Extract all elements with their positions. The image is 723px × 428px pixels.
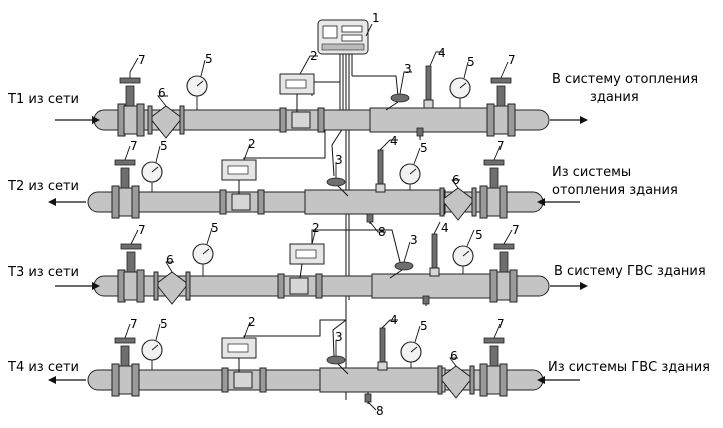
temp-sensor-t2 bbox=[326, 177, 349, 197]
temp-sensor-t4 bbox=[326, 355, 349, 375]
signal-wiring bbox=[243, 54, 401, 400]
callout-5-t4-in: 5 bbox=[160, 317, 168, 331]
callout-5-t3-out: 5 bbox=[475, 228, 483, 242]
temp-sensor-t3 bbox=[389, 261, 414, 279]
valve-t2-out bbox=[483, 159, 505, 189]
drain-t1 bbox=[416, 127, 424, 140]
pipeline-t1 bbox=[93, 103, 550, 139]
valve-t2-in bbox=[114, 159, 136, 189]
callout-6-t4: 6 bbox=[450, 349, 458, 363]
flowmeter-t1 bbox=[279, 73, 315, 112]
valve-t3-out bbox=[493, 243, 515, 273]
callout-7-t1-out: 7 bbox=[508, 53, 516, 67]
pressure-gauge-t4-in bbox=[141, 339, 163, 370]
callout-5-t1-in: 5 bbox=[205, 52, 213, 66]
pressure-gauge-t2-in bbox=[141, 161, 163, 192]
callout-2-t1: 2 bbox=[310, 49, 318, 63]
callout-3-t2: 3 bbox=[335, 153, 343, 167]
callout-2-t3: 2 bbox=[312, 221, 320, 235]
pressure-gauge-t4-out bbox=[400, 341, 422, 368]
callout-7-t2-in: 7 bbox=[130, 139, 138, 153]
thermometer-t3 bbox=[429, 233, 440, 277]
callout-7-t1-in: 7 bbox=[138, 53, 146, 67]
pressure-gauge-t1-in bbox=[186, 75, 208, 110]
callout-6-t3: 6 bbox=[166, 253, 174, 267]
callout-7-t2-out: 7 bbox=[497, 139, 505, 153]
callout-2-t2: 2 bbox=[248, 137, 256, 151]
pipeline-t4 bbox=[87, 363, 544, 399]
heat-calculator: 1 bbox=[317, 11, 380, 55]
callout-5-t2-in: 5 bbox=[160, 139, 168, 153]
callout-3-t3: 3 bbox=[410, 233, 418, 247]
valve-t4-in bbox=[114, 337, 136, 367]
callout-4-t1: 4 bbox=[438, 46, 446, 60]
valve-t1-in bbox=[119, 72, 141, 107]
row-label-t4: Т4 из сети bbox=[7, 360, 79, 375]
callout-5-t2-out: 5 bbox=[420, 141, 428, 155]
callout-7-t4-out: 7 bbox=[497, 317, 505, 331]
pressure-gauge-t3-out bbox=[452, 245, 474, 274]
pressure-gauge-t2-out bbox=[399, 163, 421, 190]
dest-label-t2-line1: Из системы bbox=[552, 165, 631, 180]
callout-1: 1 bbox=[372, 11, 380, 25]
row-label-t1: Т1 из сети bbox=[7, 92, 79, 107]
callout-4-t2: 4 bbox=[390, 134, 398, 148]
pipeline-t3 bbox=[93, 269, 550, 305]
pressure-gauge-t1-out bbox=[449, 77, 471, 108]
callout-2-t4: 2 bbox=[248, 315, 256, 329]
callout-6-t2: 6 bbox=[452, 173, 460, 187]
flowmeter-t3 bbox=[289, 243, 325, 279]
callout-7-t3-in: 7 bbox=[138, 223, 146, 237]
pressure-gauge-t3-in bbox=[192, 243, 214, 276]
callout-7-t4-in: 7 bbox=[130, 317, 138, 331]
pipeline-t2 bbox=[87, 185, 544, 221]
callout-6-t1: 6 bbox=[158, 86, 166, 100]
thermometer-t1 bbox=[423, 65, 434, 109]
dest-label-t2-line2: отопления здания bbox=[552, 183, 678, 198]
row-label-t3: Т3 из сети bbox=[7, 265, 79, 280]
callout-3-t1: 3 bbox=[404, 62, 412, 76]
callout-5-t4-out: 5 bbox=[420, 319, 428, 333]
callout-8-t4: 8 bbox=[376, 404, 384, 418]
callouts: 7 5 6 2 3 4 5 7 7 5 2 3 4 5 6 7 8 7 bbox=[124, 46, 520, 418]
dest-label-t4-line1: Из системы ГВС здания bbox=[548, 360, 710, 375]
dest-label-t3-line1: В систему ГВС здания bbox=[554, 264, 706, 279]
callout-7-t3-out: 7 bbox=[512, 223, 520, 237]
thermometer-t2 bbox=[375, 149, 386, 193]
callout-5-t1-out: 5 bbox=[467, 55, 475, 69]
callout-5-t3-in: 5 bbox=[211, 221, 219, 235]
valve-t1-out bbox=[490, 77, 512, 107]
callout-4-t3: 4 bbox=[441, 221, 449, 235]
callout-4-t4: 4 bbox=[390, 313, 398, 327]
dest-label-t1-line2: здания bbox=[590, 90, 639, 105]
thermometer-t4 bbox=[377, 327, 388, 371]
callout-3-t4: 3 bbox=[335, 330, 343, 344]
row-label-t2: Т2 из сети bbox=[7, 179, 79, 194]
drain-t3 bbox=[422, 295, 430, 306]
callout-8-t2: 8 bbox=[378, 225, 386, 239]
dest-label-t1-line1: В систему отопления bbox=[552, 72, 698, 87]
valve-t3-in bbox=[120, 243, 142, 273]
flowmeter-t4 bbox=[221, 337, 257, 372]
flowmeter-t2 bbox=[221, 159, 257, 194]
valve-t4-out bbox=[483, 337, 505, 367]
